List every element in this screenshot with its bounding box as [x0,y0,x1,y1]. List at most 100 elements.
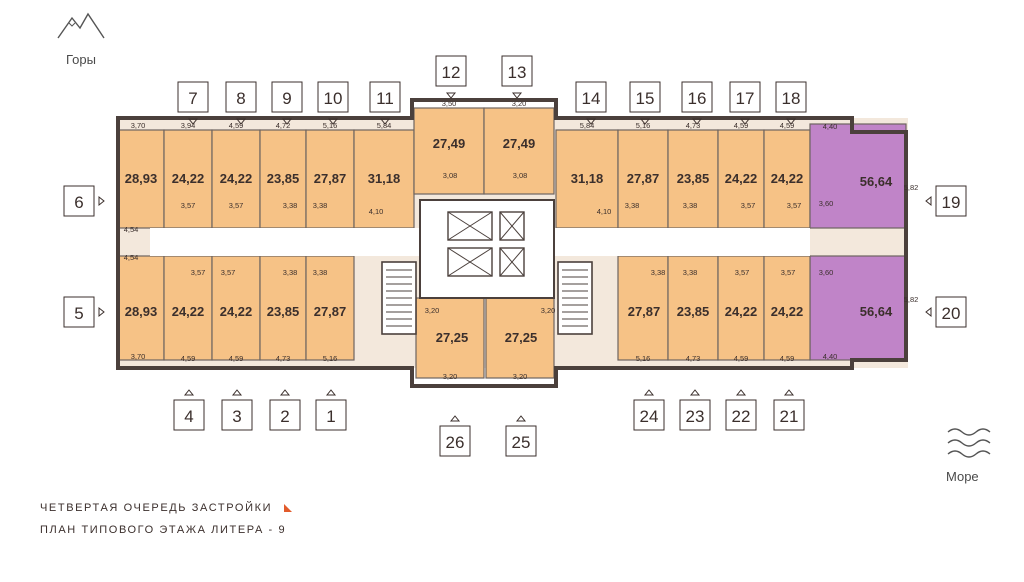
apartment-12[interactable] [413,107,485,195]
apartment-width-6: 3,70 [131,121,146,130]
apartment-width-18: 4,59 [780,121,795,130]
apartment-area-12: 27,49 [433,136,466,151]
apartment-area-7: 24,22 [172,171,205,186]
apartment-2[interactable] [259,255,307,361]
unit-number-16: 16 [688,89,707,108]
apartment-width-16: 4,73 [686,121,701,130]
triangle-marker-icon [925,306,932,318]
inner-dim-south-4: 3,20 [425,306,440,315]
apartment-17[interactable] [717,129,765,229]
apartment-area-22: 24,22 [725,304,758,319]
unit-number-box-11[interactable] [369,81,401,113]
unit-number-box-18[interactable] [775,81,807,113]
apartment-6[interactable] [117,129,165,229]
apartment-area-17: 24,22 [725,171,758,186]
inner-dim-north-1: 3,57 [229,201,244,210]
apartment-11[interactable] [353,129,415,229]
apartment-area-15: 27,87 [627,171,660,186]
unit-number-11: 11 [376,89,394,108]
unit-number-box-2[interactable] [269,399,301,431]
unit-number-26: 26 [446,433,465,452]
apartment-7[interactable] [163,129,213,229]
unit-number-box-4[interactable] [173,399,205,431]
unit-number-box-15[interactable] [629,81,661,113]
apartment-area-18: 24,22 [771,171,804,186]
unit-number-box-9[interactable] [271,81,303,113]
apartment-15[interactable] [617,129,669,229]
inner-dim-north-8: 3,38 [625,201,640,210]
triangle-marker-icon [231,389,243,396]
apartment-width-5: 3,70 [131,352,146,361]
unit-number-box-3[interactable] [221,399,253,431]
apartment-25[interactable] [485,297,555,379]
stairs-east [557,261,593,335]
inner-dim-south-7: 3,38 [683,268,698,277]
unit-number-box-1[interactable] [315,399,347,431]
unit-number-box-6[interactable] [63,185,95,217]
inner-dim-south-2: 3,38 [283,268,298,277]
apartment-19[interactable] [809,123,907,229]
unit-number-box-22[interactable] [725,399,757,431]
apartment-area-5: 28,93 [125,304,158,319]
apartment-13[interactable] [483,107,555,195]
unit-number-box-17[interactable] [729,81,761,113]
triangle-marker-icon [925,195,932,207]
apartment-21[interactable] [763,255,811,361]
apartment-4[interactable] [163,255,213,361]
unit-number-box-21[interactable] [773,399,805,431]
caption-line-2: ПЛАН ТИПОВОГО ЭТАЖА ЛИТЕРА - 9 [40,524,286,536]
unit-number-1: 1 [326,407,335,426]
apartment-width-19: 4,40 [823,122,838,131]
inner-dim-north-2: 3,38 [283,201,298,210]
unit-number-19: 19 [942,193,961,212]
apartment-20[interactable] [809,255,907,361]
apartment-area-3: 24,22 [220,304,253,319]
triangle-marker-icon [281,118,293,125]
inner-dim-south-9: 3,57 [781,268,796,277]
building: 28,933,7028,933,7024,223,9424,224,5923,8… [116,98,919,388]
unit-number-box-8[interactable] [225,81,257,113]
triangle-marker-icon [515,415,527,422]
inner-dim-north-3: 3,38 [313,201,328,210]
apartment-width-4: 4,59 [181,354,196,363]
apartment-3[interactable] [211,255,261,361]
inner-dim-north-11: 3,57 [787,201,802,210]
unit-number-box-12[interactable] [435,55,467,87]
triangle-marker-icon [187,118,199,125]
apartment-26[interactable] [415,297,485,379]
inner-dim-south-3: 3,38 [313,268,328,277]
unit-number-22: 22 [732,407,751,426]
apartment-1[interactable] [305,255,355,361]
unit-number-box-19[interactable] [935,185,967,217]
unit-number-25: 25 [512,433,531,452]
unit-number-13: 13 [508,63,527,82]
unit-number-box-20[interactable] [935,296,967,328]
unit-number-box-26[interactable] [439,425,471,457]
unit-number-box-23[interactable] [679,399,711,431]
unit-number-box-5[interactable] [63,296,95,328]
apartment-area-14: 31,18 [571,171,604,186]
apartments: 28,933,7028,933,7024,223,9424,224,5923,8… [117,99,907,381]
unit-number-box-13[interactable] [501,55,533,87]
apartment-width-10: 5,16 [323,121,338,130]
unit-number-box-10[interactable] [317,81,349,113]
apartment-area-21: 24,22 [771,304,804,319]
triangle-marker-icon [783,389,795,396]
unit-number-box-14[interactable] [575,81,607,113]
apartment-width-12: 3,50 [442,99,457,108]
apartment-9[interactable] [259,129,307,229]
inner-dim-east-1: 5,82 [904,295,919,304]
triangle-marker-icon [327,118,339,125]
apartment-area-11: 31,18 [368,171,401,186]
triangle-marker-icon [98,306,105,318]
unit-number-box-25[interactable] [505,425,537,457]
triangle-marker-icon [691,118,703,125]
apartment-width-26: 3,20 [443,372,458,381]
unit-number-box-7[interactable] [177,81,209,113]
unit-number-box-24[interactable] [633,399,665,431]
apartment-width-20: 4,40 [823,352,838,361]
caption-line-1: ЧЕТВЕРТАЯ ОЧЕРЕДЬ ЗАСТРОЙКИ [40,501,272,514]
unit-number-box-16[interactable] [681,81,713,113]
